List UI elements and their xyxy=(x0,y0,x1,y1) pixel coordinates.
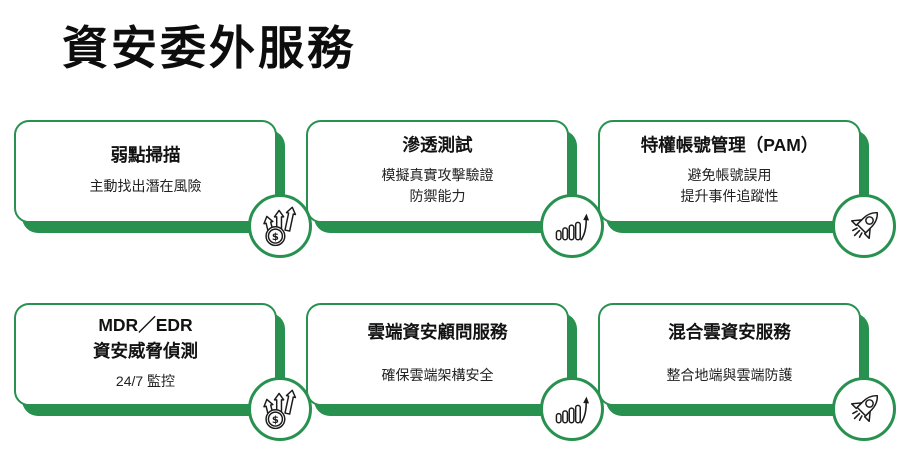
service-card-mdr-edr-threat-detection: MDR／EDR 資安威脅偵測 24/7 監控 $ xyxy=(14,303,312,441)
card-description: 整合地端與雲端防護 xyxy=(666,366,793,383)
card-title: 混合雲資安服務 xyxy=(668,322,791,343)
service-card-vulnerability-scanning: 弱點掃描 主動找出潛在風險 $ xyxy=(14,120,312,258)
card-description: 避免帳號誤用 提升事件追蹤性 xyxy=(680,167,779,204)
money-growth-icon: $ xyxy=(248,377,312,441)
card-face: MDR／EDR 資安威脅偵測 24/7 監控 xyxy=(14,303,277,406)
card-face: 雲端資安顧問服務 確保雲端架構安全 xyxy=(306,303,569,406)
card-face: 混合雲資安服務 整合地端與雲端防護 xyxy=(598,303,861,406)
card-face: 滲透測試 模擬真實攻擊驗證 防禦能力 xyxy=(306,120,569,223)
card-title: 滲透測試 xyxy=(402,135,473,156)
rocket-icon xyxy=(832,377,896,441)
card-title: 雲端資安顧問服務 xyxy=(367,322,508,343)
rocket-icon xyxy=(832,194,896,258)
card-face: 弱點掃描 主動找出潛在風險 xyxy=(14,120,277,223)
card-title: 特權帳號管理（PAM） xyxy=(640,135,819,156)
service-card-cloud-security-consulting: 雲端資安顧問服務 確保雲端架構安全 xyxy=(306,303,604,441)
svg-text:$: $ xyxy=(272,415,279,426)
growth-chart-icon xyxy=(540,194,604,258)
card-face: 特權帳號管理（PAM） 避免帳號誤用 提升事件追蹤性 xyxy=(598,120,861,223)
card-title: 弱點掃描 xyxy=(110,145,181,166)
card-description: 24/7 監控 xyxy=(115,373,176,390)
page-title: 資安委外服務 xyxy=(62,22,356,74)
service-card-privileged-account-management: 特權帳號管理（PAM） 避免帳號誤用 提升事件追蹤性 xyxy=(598,120,896,258)
card-description: 主動找出潛在風險 xyxy=(89,177,202,194)
service-card-penetration-testing: 滲透測試 模擬真實攻擊驗證 防禦能力 xyxy=(306,120,604,258)
growth-chart-icon xyxy=(540,377,604,441)
money-growth-icon: $ xyxy=(248,194,312,258)
card-description: 模擬真實攻擊驗證 防禦能力 xyxy=(381,167,494,204)
service-card-hybrid-cloud-security: 混合雲資安服務 整合地端與雲端防護 xyxy=(598,303,896,441)
card-title: MDR／EDR 資安威脅偵測 xyxy=(93,315,198,361)
card-description: 確保雲端架構安全 xyxy=(381,366,494,383)
svg-text:$: $ xyxy=(272,232,279,243)
